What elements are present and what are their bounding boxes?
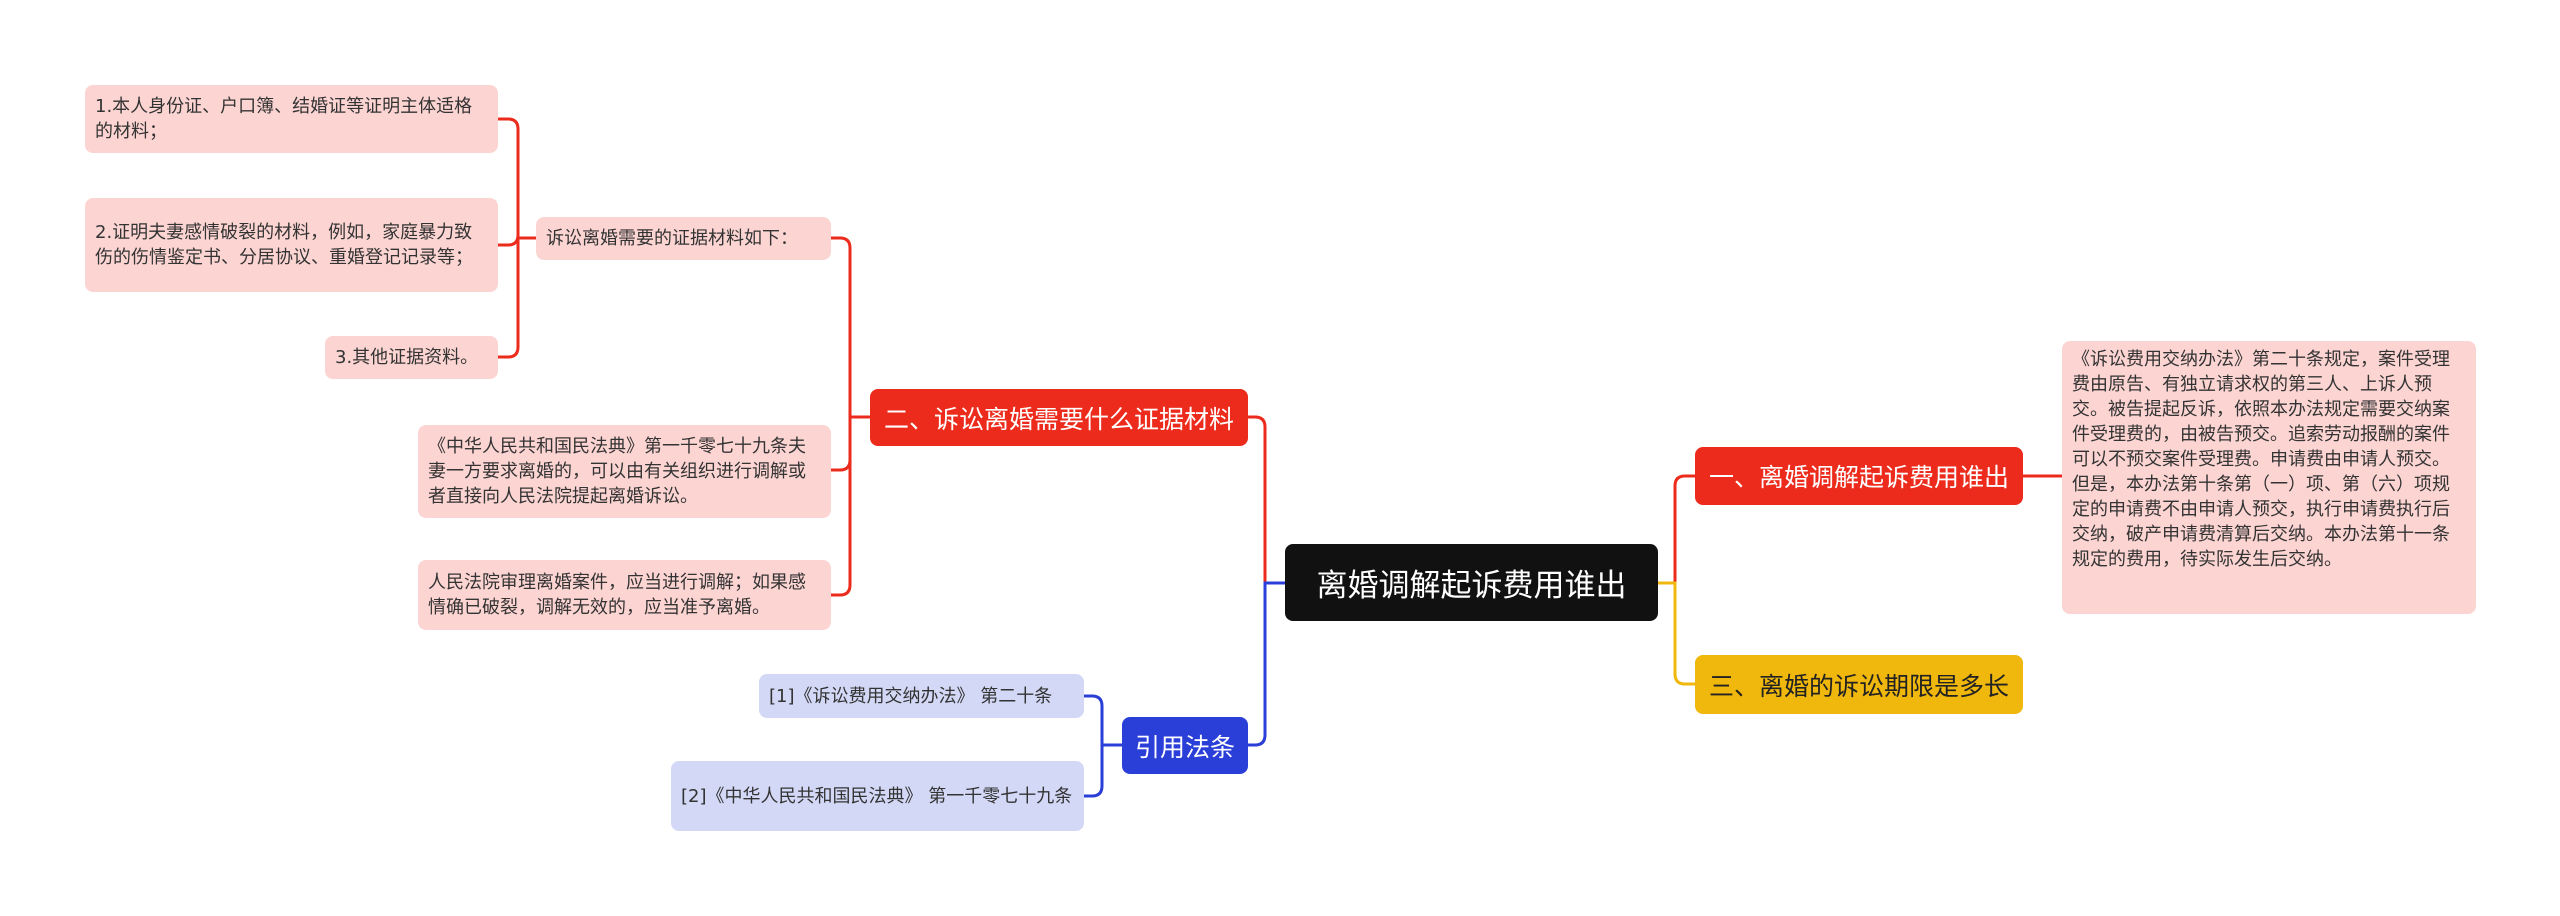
fee-rule-text: 《诉讼费用交纳办法》第二十条规定，案件受理费由原告、有独立请求权的第三人、上诉人…	[2072, 349, 2450, 570]
connector-center-references	[1248, 581, 1285, 747]
branch-1-title: 一、离婚调解起诉费用谁出	[1708, 463, 2009, 492]
reference-item-2-text: [2]《中华人民共和国民法典》 第一千零七十九条	[681, 785, 1073, 807]
connector-ref1	[1084, 694, 1122, 747]
references-node[interactable]: 引用法条	[1122, 717, 1248, 774]
central-topic-title: 离婚调解起诉费用谁出	[1316, 568, 1627, 604]
evidence-item-2[interactable]: 2.证明夫妻感情破裂的材料，例如，家庭暴力致伤的伤情鉴定书、分居协议、重婚登记记…	[85, 198, 498, 292]
connector-branch2-court	[831, 415, 870, 597]
branch-2-node[interactable]: 二、诉讼离婚需要什么证据材料	[870, 389, 1248, 446]
branch-1-node[interactable]: 一、离婚调解起诉费用谁出	[1695, 447, 2023, 505]
evidence-item-3[interactable]: 3.其他证据资料。	[325, 336, 498, 379]
civil-code-node[interactable]: 《中华人民共和国民法典》第一千零七十九条夫妻一方要求离婚的，可以由有关组织进行调…	[418, 425, 831, 518]
fee-rule-node[interactable]: 《诉讼费用交纳办法》第二十条规定，案件受理费由原告、有独立请求权的第三人、上诉人…	[2062, 341, 2476, 614]
reference-item-1-text: [1]《诉讼费用交纳办法》 第二十条	[769, 685, 1053, 707]
evidence-list-node[interactable]: 诉讼离婚需要的证据材料如下：	[536, 217, 831, 260]
branch-3-title: 三、离婚的诉讼期限是多长	[1708, 671, 2009, 701]
evidence-item-2-text: 2.证明夫妻感情破裂的材料，例如，家庭暴力致伤的伤情鉴定书、分居协议、重婚登记记…	[95, 222, 473, 268]
court-mediation-node[interactable]: 人民法院审理离婚案件，应当进行调解；如果感情确已破裂，调解无效的，应当准予离婚。	[418, 560, 831, 630]
connector-center-branch3	[1658, 581, 1695, 686]
branch-2-title: 二、诉讼离婚需要什么证据材料	[883, 404, 1234, 434]
evidence-item-1-text: 1.本人身份证、户口簿、结婚证等证明主体适格的材料；	[95, 96, 473, 142]
connector-evidence-item1	[498, 117, 536, 240]
connector-center-branch1	[1658, 474, 1695, 585]
central-topic[interactable]: 离婚调解起诉费用谁出	[1285, 544, 1658, 621]
connector-evidence-item2	[498, 234, 536, 247]
reference-item-1[interactable]: [1]《诉讼费用交纳办法》 第二十条	[759, 674, 1084, 718]
court-mediation-text: 人民法院审理离婚案件，应当进行调解；如果感情确已破裂，调解无效的，应当准予离婚。	[428, 572, 806, 618]
connector-center-branch2	[1248, 415, 1285, 585]
references-title: 引用法条	[1134, 732, 1235, 762]
evidence-list-title: 诉讼离婚需要的证据材料如下：	[546, 228, 798, 249]
connector-ref2	[1084, 743, 1122, 798]
evidence-item-1[interactable]: 1.本人身份证、户口簿、结婚证等证明主体适格的材料；	[85, 85, 498, 153]
branch-3-node[interactable]: 三、离婚的诉讼期限是多长	[1695, 655, 2023, 714]
connector-evidence-item3	[498, 236, 536, 359]
evidence-item-3-text: 3.其他证据资料。	[335, 347, 479, 368]
civil-code-text: 《中华人民共和国民法典》第一千零七十九条夫妻一方要求离婚的，可以由有关组织进行调…	[428, 436, 806, 507]
connector-branch2-evidence	[831, 236, 870, 419]
reference-item-2[interactable]: [2]《中华人民共和国民法典》 第一千零七十九条	[671, 761, 1084, 831]
